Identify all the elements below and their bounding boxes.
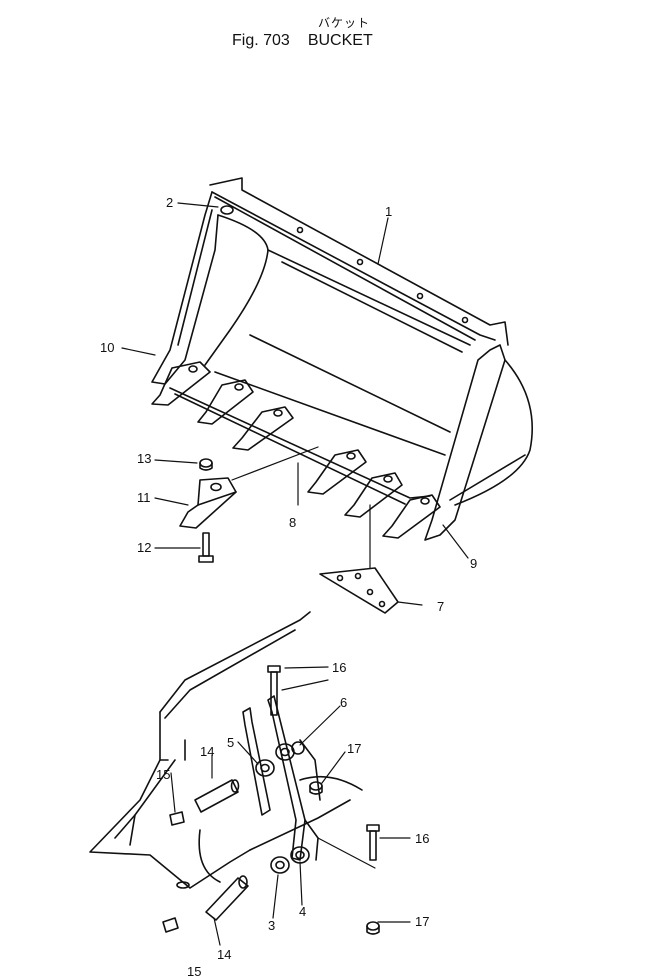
loose-tooth <box>179 477 237 529</box>
bucket-body <box>151 177 533 541</box>
callout-8: 8 <box>289 515 297 530</box>
tooth-bolt <box>198 532 214 563</box>
pins <box>194 779 249 921</box>
title-japanese: バケット <box>318 16 371 30</box>
callout-12: 12 <box>137 540 152 555</box>
callout-13: 13 <box>137 451 152 466</box>
callout-3: 3 <box>268 918 276 933</box>
wear-plate <box>319 567 399 614</box>
callout-15-upper: 15 <box>156 767 171 782</box>
bucket-teeth <box>151 361 441 539</box>
callout-14-lower: 14 <box>217 947 232 962</box>
tooth-nut <box>199 458 213 471</box>
callout-10: 10 <box>100 340 115 355</box>
callout-4: 4 <box>299 904 307 919</box>
callout-5: 5 <box>227 735 235 750</box>
callout-7: 7 <box>437 599 445 614</box>
callout-17-lower: 17 <box>415 914 430 929</box>
callout-14-upper: 14 <box>200 744 215 759</box>
figure-name: BUCKET <box>307 32 373 49</box>
lower-fasteners <box>162 665 380 935</box>
callout-11: 11 <box>137 490 151 505</box>
callout-9: 9 <box>470 556 478 571</box>
figure-number: Fig. 703 <box>232 32 290 49</box>
callout-17-upper: 17 <box>347 741 362 756</box>
callout-16-upper: 16 <box>332 660 347 675</box>
title-line: Fig. 703 BUCKET <box>232 32 391 50</box>
callout-2: 2 <box>166 195 174 210</box>
figure-title: バケット Fig. 703 BUCKET <box>232 14 432 54</box>
callout-16-lower: 16 <box>415 831 430 846</box>
callout-6: 6 <box>340 695 348 710</box>
callout-15-lower: 15 <box>187 964 202 979</box>
bushings <box>255 741 310 874</box>
lower-bucket-view <box>89 611 363 889</box>
leader-lines <box>121 202 469 946</box>
callout-1: 1 <box>385 204 393 219</box>
